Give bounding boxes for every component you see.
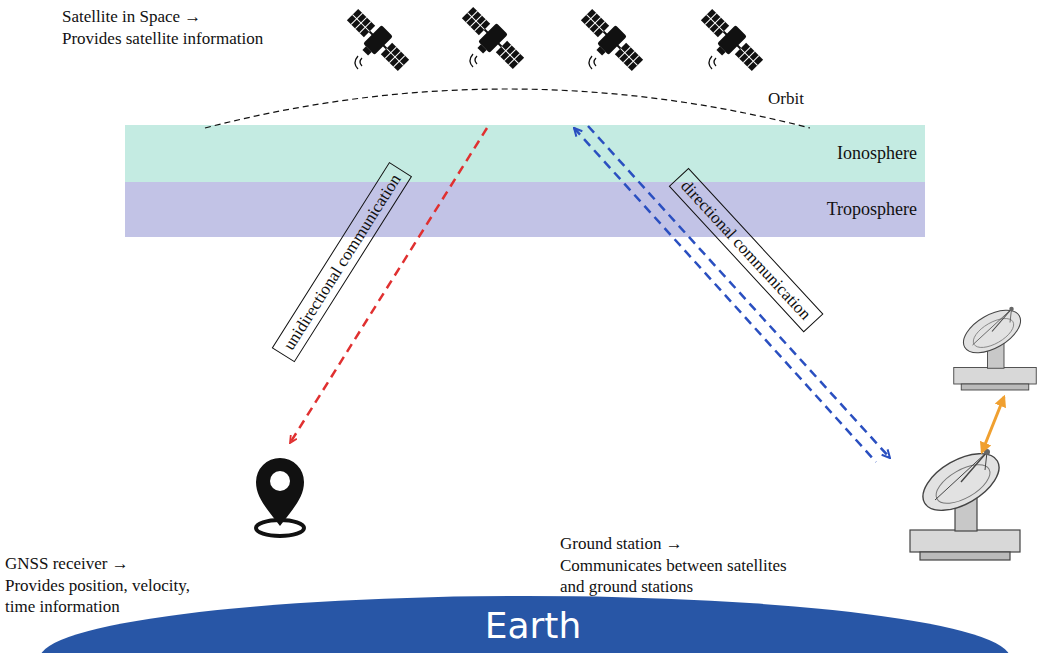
satellite-icon	[574, 5, 647, 78]
station-caption: Ground station →	[560, 533, 683, 554]
earth-ellipse: Earth	[40, 596, 1026, 653]
ground-station-icon	[954, 301, 1037, 390]
satellite-caption: Provides satellite information	[62, 28, 263, 49]
ionosphere-band-fill	[125, 125, 925, 182]
station-link-arrow	[982, 397, 1004, 452]
receiver-caption: GNSS receiver →	[5, 553, 129, 574]
satellite-caption: Satellite in Space →	[62, 6, 201, 27]
orbit-label: Orbit	[768, 88, 804, 109]
station-caption: Communicates between satellites and grou…	[560, 555, 810, 597]
node-text: Troposphere	[827, 199, 917, 220]
receiver-caption: Provides position, velocity, time inform…	[5, 575, 220, 617]
ionosphere-band: Ionosphere	[125, 125, 925, 182]
satellite-icon	[340, 5, 413, 78]
gnss-pin-icon	[256, 458, 304, 536]
downlink-arrow	[588, 126, 890, 458]
orbit-arc	[205, 89, 810, 128]
satellite-icon	[694, 5, 767, 78]
satellite-icon	[455, 3, 528, 76]
node-text: Earth	[40, 596, 1026, 646]
troposphere-band: Troposphere	[125, 182, 925, 237]
troposphere-band-fill	[125, 182, 925, 237]
ground-station-icon	[910, 442, 1020, 560]
uplink-arrow	[574, 128, 876, 462]
node-text: Ionosphere	[837, 143, 917, 164]
